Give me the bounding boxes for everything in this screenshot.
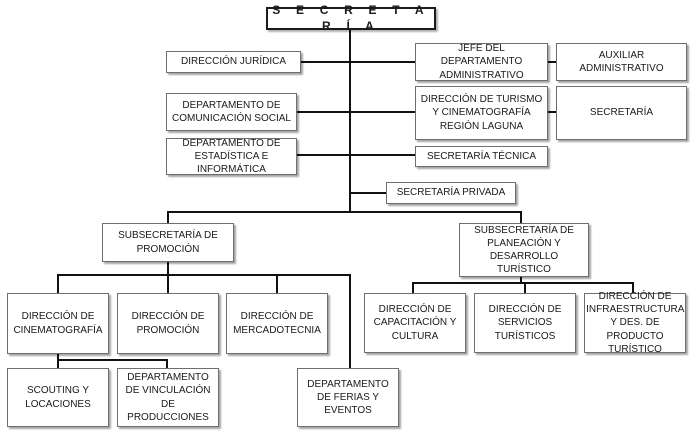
- box-label: DEPARTAMENTO DE ESTADÍSTICA E INFORMÁTIC…: [182, 137, 281, 176]
- box-secretaria-tecnica: SECRETARÍA TÉCNICA: [415, 146, 548, 167]
- box-comunicacion-social: DEPARTAMENTO DE COMUNICACIÓN SOCIAL: [166, 93, 297, 131]
- box-secretaria-privada: SECRETARÍA PRIVADA: [386, 182, 516, 204]
- box-auxiliar-administrativo: AUXILIAR ADMINISTRATIVO: [556, 43, 687, 81]
- box-servicios-turisticos: DIRECCIÓN DE SERVICIOS TURÍSTICOS: [474, 293, 576, 353]
- box-label: SUBSECRETARÍA DE PLANEACIÓN Y DESARROLLO…: [474, 224, 574, 276]
- box-label: DIRECCIÓN DE CAPACITACIÓN Y CULTURA: [373, 304, 457, 342]
- box-direccion-promocion: DIRECCIÓN DE PROMOCIÓN: [117, 293, 219, 354]
- box-vinculacion-producciones: DEPARTAMENTO DE VINCULACIÓN DE PRODUCCIO…: [117, 368, 219, 427]
- root-box-secretaria: S E C R E T A R Í A: [266, 3, 436, 33]
- box-label: DEPARTAMENTO DE COMUNICACIÓN SOCIAL: [172, 99, 291, 124]
- box-label: DIRECCIÓN DE PROMOCIÓN: [131, 311, 205, 336]
- box-secretaria-laguna: SECRETARÍA: [556, 86, 687, 140]
- box-turismo-region-laguna: DIRECCIÓN DE TURISMO Y CINEMATOGRAFÍA RE…: [415, 86, 548, 140]
- box-label: AUXILIAR ADMINISTRATIVO: [579, 49, 664, 74]
- box-label: DIRECCIÓN DE SERVICIOS TURÍSTICOS: [488, 304, 562, 342]
- box-label: SECRETARÍA TÉCNICA: [426, 150, 537, 162]
- box-label: SCOUTING Y LOCACIONES: [25, 385, 91, 410]
- box-infraestructura-producto: DIRECCIÓN DE INFRAESTRUCTURA Y DES. DE P…: [584, 291, 686, 355]
- box-ferias-eventos: DEPARTAMENTO DE FERIAS Y EVENTOS: [297, 368, 399, 427]
- box-scouting-locaciones: SCOUTING Y LOCACIONES: [7, 368, 109, 427]
- box-label: DEPARTAMENTO DE FERIAS Y EVENTOS: [307, 378, 389, 417]
- box-label: SECRETARÍA: [589, 107, 654, 119]
- box-direccion-mercadotecnia: DIRECCIÓN DE MERCADOTECNIA: [226, 293, 328, 354]
- box-capacitacion-cultura: DIRECCIÓN DE CAPACITACIÓN Y CULTURA: [364, 293, 466, 353]
- box-label: SECRETARÍA PRIVADA: [396, 187, 506, 199]
- box-label: DIRECCIÓN DE CINEMATOGRAFÍA: [13, 311, 103, 336]
- box-label: DIRECCIÓN DE INFRAESTRUCTURA Y DES. DE P…: [586, 291, 685, 355]
- box-label: DEPARTAMENTO DE VINCULACIÓN DE PRODUCCIO…: [125, 372, 211, 423]
- box-direccion-juridica: DIRECCIÓN JURÍDICA: [166, 51, 301, 73]
- box-jefe-departamento-administrativo: JEFE DEL DEPARTAMENTO ADMINISTRATIVO: [415, 43, 548, 81]
- box-label: DIRECCIÓN JURÍDICA: [180, 56, 286, 68]
- box-subsecretaria-planeacion: SUBSECRETARÍA DE PLANEACIÓN Y DESARROLLO…: [459, 223, 589, 277]
- box-direccion-cinematografia: DIRECCIÓN DE CINEMATOGRAFÍA: [7, 293, 109, 354]
- box-label: DIRECCIÓN DE MERCADOTECNIA: [233, 311, 321, 336]
- box-label: JEFE DEL DEPARTAMENTO ADMINISTRATIVO: [439, 43, 524, 81]
- root-label: S E C R E T A R Í A: [272, 2, 430, 33]
- box-subsecretaria-promocion: SUBSECRETARÍA DE PROMOCIÓN: [102, 223, 234, 262]
- box-label: SUBSECRETARÍA DE PROMOCIÓN: [118, 230, 218, 255]
- box-estadistica-informatica: DEPARTAMENTO DE ESTADÍSTICA E INFORMÁTIC…: [166, 138, 297, 175]
- box-label: DIRECCIÓN DE TURISMO Y CINEMATOGRAFÍA RE…: [420, 94, 543, 132]
